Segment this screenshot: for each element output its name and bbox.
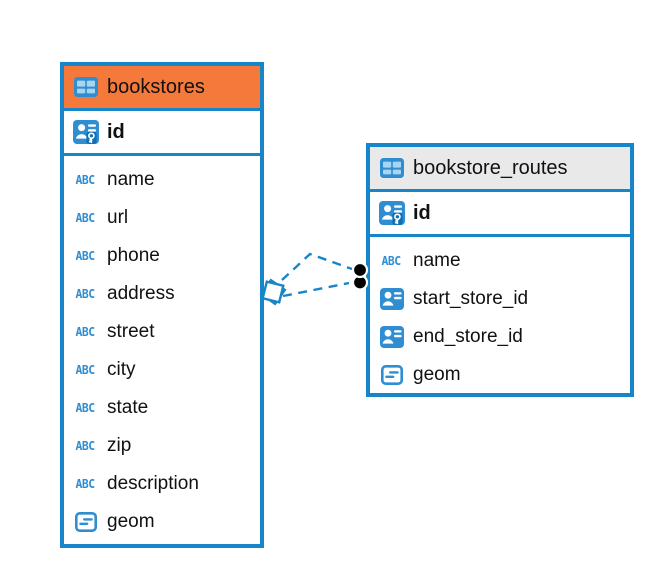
column-street[interactable]: ABC street (64, 313, 260, 351)
primary-key-icon (378, 201, 405, 225)
column-label: geom (107, 511, 155, 532)
column-label: phone (107, 245, 160, 266)
column-label: geom (413, 364, 461, 385)
column-id[interactable]: id (64, 111, 260, 156)
column-label: id (413, 201, 431, 224)
text-type-icon: ABC (75, 439, 96, 453)
column-label: city (107, 359, 136, 380)
column-name[interactable]: ABC name (370, 242, 630, 280)
relationship-line-upper[interactable] (281, 252, 353, 281)
column-label: name (107, 169, 155, 190)
column-state[interactable]: ABC state (64, 389, 260, 427)
text-type-icon: ABC (75, 325, 96, 339)
geometry-type-icon (72, 512, 99, 532)
column-id[interactable]: id (370, 192, 630, 237)
column-phone[interactable]: ABC phone (64, 237, 260, 275)
reference-type-icon (378, 326, 405, 348)
columns-section: ABC name start_store_id end_store_id geo… (370, 237, 630, 394)
column-label: street (107, 321, 155, 342)
text-type-icon: ABC (75, 401, 96, 415)
relationship-diamond-marker[interactable] (259, 278, 287, 306)
table-icon (72, 77, 99, 97)
column-city[interactable]: ABC city (64, 351, 260, 389)
text-type-icon: ABC (75, 363, 96, 377)
table-title: bookstore_routes (413, 156, 568, 179)
reference-type-icon (378, 288, 405, 310)
table-bookstore-routes[interactable]: bookstore_routes id ABC name start_store… (366, 143, 634, 397)
column-geom[interactable]: geom (64, 503, 260, 541)
column-description[interactable]: ABC description (64, 465, 260, 503)
table-bookstore-routes-header[interactable]: bookstore_routes (370, 147, 630, 192)
table-bookstores-header[interactable]: bookstores (64, 66, 260, 111)
column-label: end_store_id (413, 326, 523, 347)
text-type-icon: ABC (75, 211, 96, 225)
column-label: url (107, 207, 129, 228)
column-start-store-id[interactable]: start_store_id (370, 280, 630, 318)
column-end-store-id[interactable]: end_store_id (370, 318, 630, 356)
primary-key-icon (72, 120, 99, 144)
column-name[interactable]: ABC name (64, 161, 260, 199)
column-label: start_store_id (413, 288, 529, 309)
column-label: state (107, 397, 149, 418)
text-type-icon: ABC (381, 254, 402, 268)
column-label: name (413, 250, 461, 271)
column-label: address (107, 283, 175, 304)
text-type-icon: ABC (75, 173, 96, 187)
text-type-icon: ABC (75, 477, 96, 491)
relationship-line-lower[interactable] (282, 281, 350, 298)
text-type-icon: ABC (75, 287, 96, 301)
column-address[interactable]: ABC address (64, 275, 260, 313)
column-geom[interactable]: geom (370, 356, 630, 394)
column-zip[interactable]: ABC zip (64, 427, 260, 465)
column-label: description (107, 473, 199, 494)
column-label: zip (107, 435, 132, 456)
geometry-type-icon (378, 365, 405, 385)
columns-section: ABC name ABC url ABC phone ABC address A… (64, 156, 260, 541)
text-type-icon: ABC (75, 249, 96, 263)
table-title: bookstores (107, 75, 205, 98)
column-label: id (107, 120, 125, 143)
table-icon (378, 158, 405, 178)
table-bookstores[interactable]: bookstores id ABC name ABC url ABC phone… (60, 62, 264, 548)
relationship-dot-markers[interactable] (351, 261, 369, 291)
column-url[interactable]: ABC url (64, 199, 260, 237)
